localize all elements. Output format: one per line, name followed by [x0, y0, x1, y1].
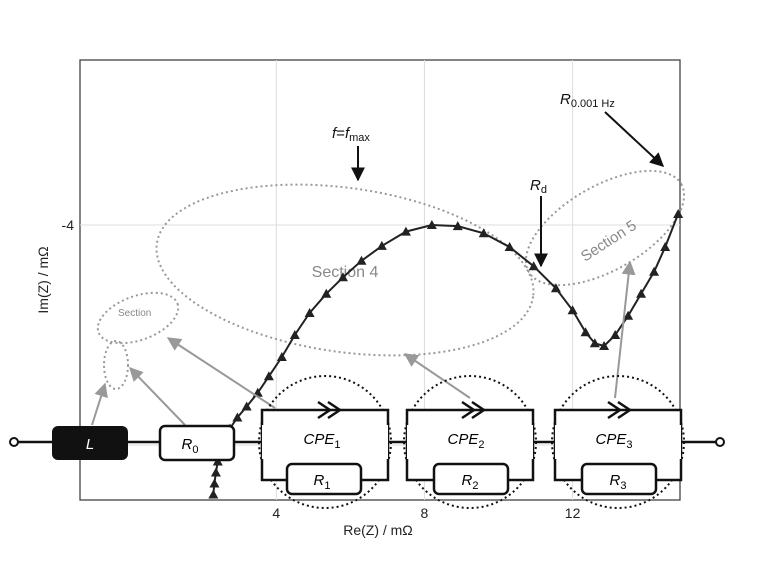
r3-sub: 3	[620, 480, 626, 492]
data-point-marker	[289, 330, 300, 339]
data-point-marker	[504, 242, 515, 251]
data-point-marker	[550, 283, 561, 293]
cpe1-label: CPE1	[304, 431, 341, 451]
data-point-marker	[304, 308, 315, 317]
r0-sub: 0	[192, 444, 198, 456]
data-point-marker	[426, 220, 437, 229]
data-point-marker	[452, 221, 463, 231]
rd-main: R	[530, 177, 541, 194]
rlow-main: R	[560, 91, 571, 108]
r3-main: R	[610, 472, 621, 489]
data-point-marker	[649, 266, 660, 276]
x-axis-label: Re(Z) / mΩ	[343, 522, 413, 538]
section-ellipse-small-low	[103, 340, 129, 390]
cpe3-label: CPE3	[596, 431, 633, 451]
r3-label: R3	[610, 472, 627, 492]
r2-main: R	[462, 472, 473, 489]
data-point-marker	[263, 371, 274, 381]
pointer-r0	[129, 366, 186, 426]
data-point-marker	[528, 261, 539, 271]
r1-main: R	[314, 472, 325, 489]
cpe3-block: CPE3 R3	[551, 375, 685, 509]
data-point-marker	[241, 401, 252, 411]
r2-label: R2	[462, 472, 479, 492]
pointer-cpe2	[403, 353, 471, 399]
terminal-left	[9, 437, 19, 447]
rlow-sub: 0.001 Hz	[571, 98, 615, 110]
rlow-annotation: R0.001 Hz	[560, 91, 615, 110]
data-point-marker	[337, 272, 348, 282]
rd-annotation: Rd	[530, 177, 547, 196]
x-tick-label: 8	[421, 505, 429, 521]
rd-sub: d	[541, 184, 547, 196]
fmax-f1: f	[332, 125, 338, 142]
data-point-marker	[623, 310, 634, 320]
cpe2-label: CPE2	[448, 431, 485, 451]
section-small-label: Section	[118, 308, 151, 319]
cpe3-main: CPE	[596, 431, 628, 448]
data-point-marker	[478, 228, 489, 238]
data-point-marker	[660, 242, 671, 251]
cpe1-block: CPE1 R1	[258, 375, 392, 509]
inductor-box	[52, 426, 128, 460]
cpe1-main: CPE	[304, 431, 336, 448]
pointer-l	[91, 382, 108, 426]
data-point-marker	[589, 338, 600, 348]
data-point-marker	[599, 341, 610, 350]
data-point-marker	[580, 327, 591, 337]
fmax-eq: =	[336, 125, 345, 142]
terminal-right	[715, 437, 725, 447]
data-point-marker	[610, 330, 621, 339]
x-tick-label: 12	[565, 505, 581, 521]
data-point-marker	[276, 352, 287, 361]
data-point-marker	[232, 412, 243, 422]
r0-main: R	[182, 436, 193, 453]
data-point-marker	[673, 209, 684, 218]
data-point-marker	[321, 288, 332, 298]
section4-label: Section 4	[312, 264, 379, 281]
data-point-marker	[376, 240, 387, 250]
equivalent-circuit: L R0 CPE1 R1	[9, 375, 725, 509]
data-point-marker	[400, 226, 411, 236]
inductor-label: L	[86, 436, 94, 453]
rlow-arrow	[604, 111, 665, 167]
fmax-annotation: f=fmax	[332, 125, 370, 144]
y-axis-label: Im(Z) / mΩ	[35, 246, 51, 313]
x-tick-label: 4	[272, 505, 280, 521]
data-point-marker	[208, 489, 219, 499]
y-tick-label: -4	[62, 217, 75, 233]
r2-sub: 2	[472, 480, 478, 492]
r1-label: R1	[314, 472, 331, 492]
cpe1-sub: 1	[334, 439, 340, 451]
data-point-marker	[209, 478, 220, 488]
pointer-cpe1	[166, 337, 276, 409]
data-point-marker	[636, 288, 647, 298]
section4-ellipse	[155, 183, 535, 357]
section-ellipse-small	[96, 291, 180, 345]
fmax-f2: f	[345, 125, 351, 142]
r1-sub: 1	[324, 480, 330, 492]
data-point-marker	[356, 255, 367, 265]
cpe2-main: CPE	[448, 431, 480, 448]
cpe2-block: CPE2 R2	[403, 375, 537, 509]
data-point-marker	[210, 467, 221, 477]
data-point-marker	[567, 305, 578, 315]
fmax-sub: max	[349, 132, 370, 144]
cpe2-sub: 2	[478, 439, 484, 451]
r0-label: R0	[182, 436, 199, 456]
r0-box	[158, 424, 236, 462]
cpe3-sub: 3	[626, 439, 632, 451]
